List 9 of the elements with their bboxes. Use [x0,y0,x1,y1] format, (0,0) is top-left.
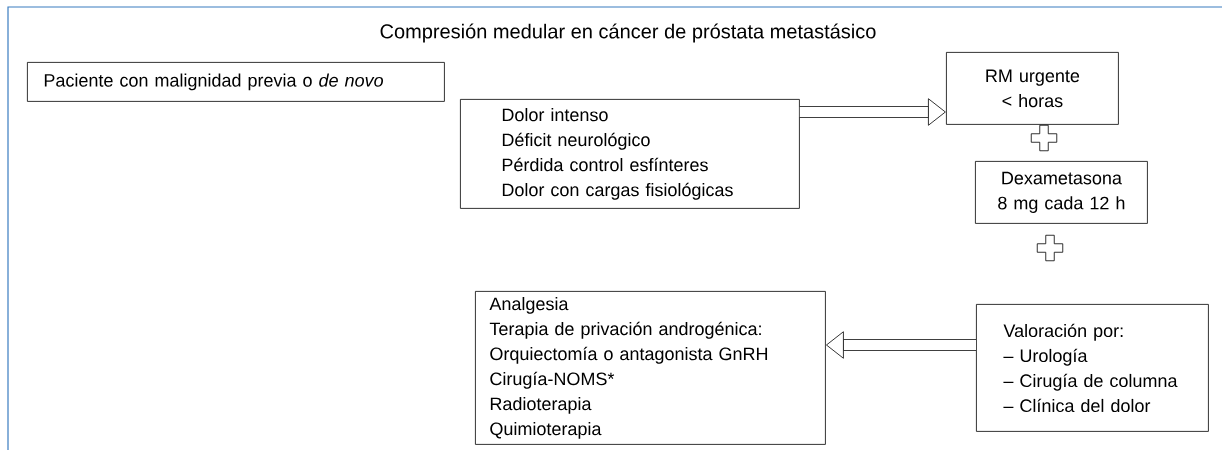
block-arrow [826,331,976,359]
text-box: Dexametasona 8 mg cada 12 h [975,161,1148,224]
block-arrow [799,98,946,126]
text-box: Valoración por: – Urología – Cirugía de columna – Clínica del dolor [976,304,1209,432]
text-box: Analgesia Terapia de privación androgénica: Orquiectomía o antagonista GnRH Cirugía-NOMS* Radioterapia Quimioterapia [475,291,826,445]
text-box: Dolor intenso Déficit neurológico Pérdida control esfínteres Dolor con cargas fisiológicas [460,99,800,209]
title: Compresión medular en cáncer de próstata metastásico [380,23,876,43]
text-box: Paciente con malignidad previa o de novo [27,62,445,102]
text-box: RM urgente < horas [946,52,1119,125]
